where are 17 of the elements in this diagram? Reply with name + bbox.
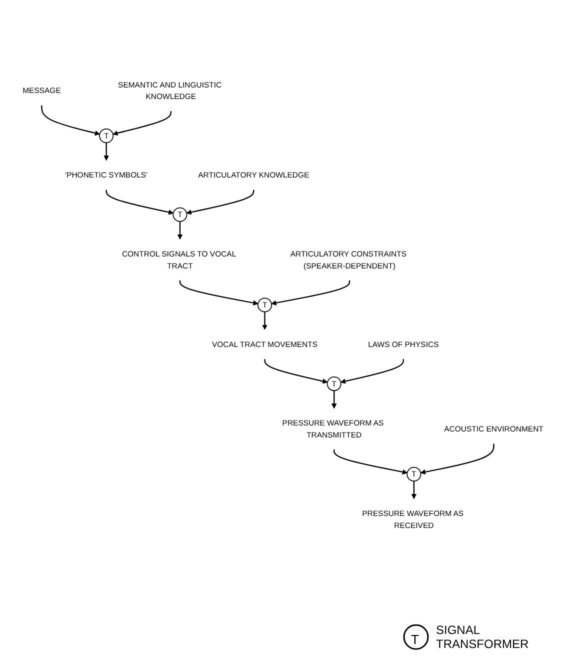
arrow (112, 111, 172, 136)
arrow (41, 105, 100, 136)
arrow (411, 481, 417, 500)
arrow (104, 142, 109, 161)
arrow (262, 312, 268, 330)
arrow (420, 444, 494, 475)
arrow (340, 359, 404, 384)
arrow (333, 450, 408, 475)
arrow (177, 221, 183, 240)
legend-symbol-letter: T (411, 632, 419, 647)
arrow (331, 390, 337, 409)
arrow (179, 280, 258, 306)
arrow (106, 190, 174, 215)
arrow (186, 190, 254, 215)
legend-text: SIGNAL TRANSFORMER (436, 623, 530, 651)
arrow (264, 359, 328, 384)
arrow (271, 280, 350, 306)
